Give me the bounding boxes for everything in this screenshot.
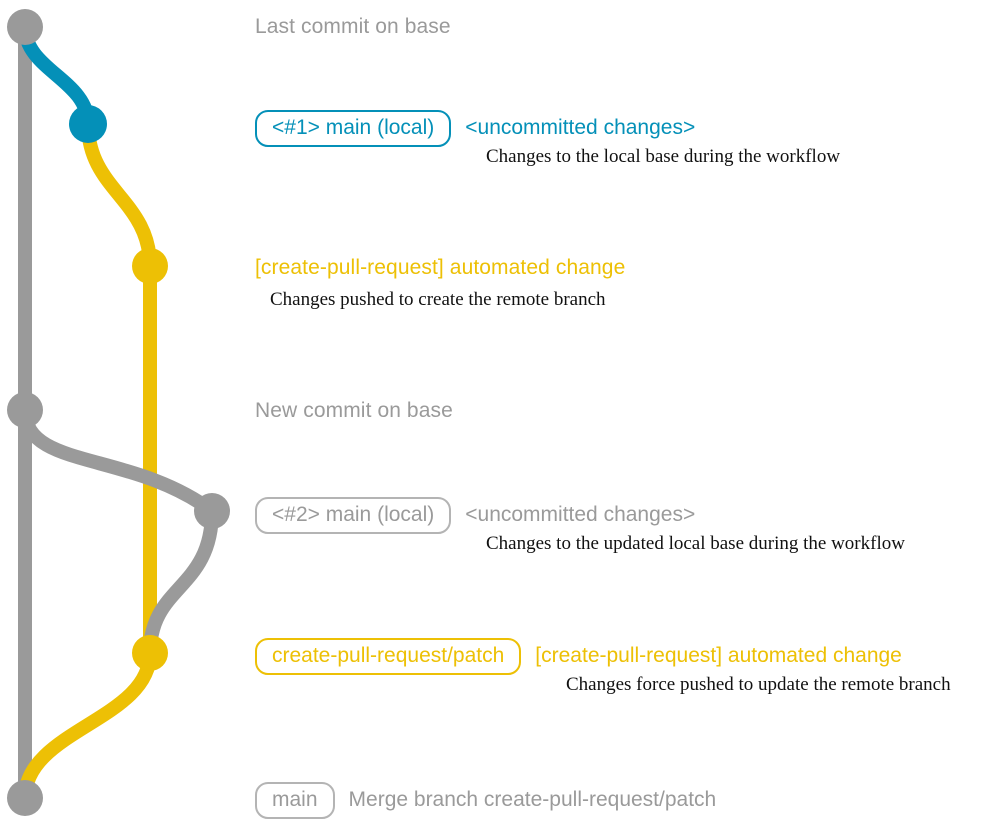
edge-merge-lane-to-patch [143,504,219,660]
branch-pill-patch-update[interactable]: create-pull-request/patch [255,637,522,675]
commit-subject-local-2: <uncommitted changes> [465,503,696,526]
branch-pill-local-2[interactable]: <#2> main (local) [255,496,452,534]
commit-entry-new-commit-on-base: New commit on base [255,394,453,428]
commit-node-patch-create[interactable] [132,248,168,284]
commit-heading-new-commit-on-base: New commit on base [255,399,453,422]
commit-entry-merge: main Merge branch create-pull-request/pa… [255,780,716,820]
commit-subject-merge: Merge branch create-pull-request/patch [348,788,717,811]
commit-node-patch-update[interactable] [132,635,168,671]
commit-note-patch-update: Changes force pushed to update the remot… [566,674,951,695]
commit-note-local-1: Changes to the local base during the wor… [486,146,841,167]
commit-heading-patch-create: [create-pull-request] automated change [255,256,626,279]
edge-patch-to-merge [18,646,157,805]
branch-pill-merge[interactable]: main [255,781,335,819]
branch-pill-local-1[interactable]: <#1> main (local) [255,109,452,147]
edge-base-to-merge-lane [18,403,219,518]
commit-node-local-1[interactable] [69,105,107,143]
commit-entry-patch-update: create-pull-request/patch [create-pull-r… [255,636,902,676]
commit-entry-local-1: <#1> main (local) <uncommitted changes> [255,108,695,148]
commit-subject-local-1: <uncommitted changes> [465,116,696,139]
commit-entry-local-2: <#2> main (local) <uncommitted changes> [255,495,695,535]
commit-subject-patch-update: [create-pull-request] automated change [535,644,902,667]
commit-node-local-2[interactable] [194,493,230,529]
commit-heading-last-commit-on-base: Last commit on base [255,15,451,38]
commit-node-last-commit-on-base[interactable] [7,9,43,45]
commit-entry-last-commit-on-base: Last commit on base [255,10,451,44]
commit-note-patch-create: Changes pushed to create the remote bran… [270,289,606,310]
commit-entry-patch-create: [create-pull-request] automated change [255,251,625,285]
commit-note-local-2: Changes to the updated local base during… [486,533,905,554]
commit-node-merge[interactable] [7,780,43,816]
edge-local-to-patch [81,117,157,273]
commit-node-new-commit-on-base[interactable] [7,392,43,428]
